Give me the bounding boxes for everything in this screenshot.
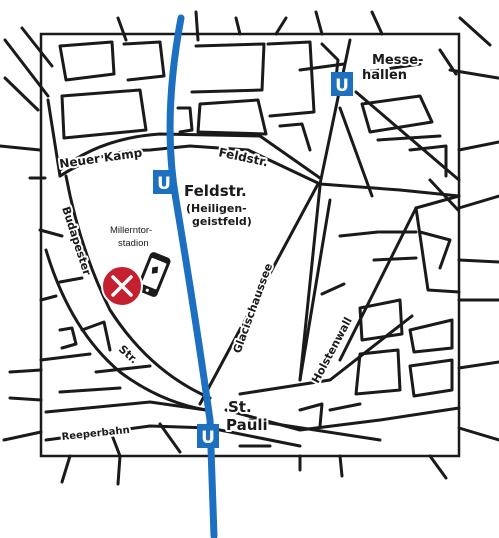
smartphone-icon [136, 252, 171, 297]
street-label-holstenwall: Holstenwall [309, 315, 355, 385]
map-frame [39, 32, 461, 458]
street-network [0, 10, 499, 486]
subway-line-u3 [166, 14, 218, 538]
station-feldstr[interactable]: U Feldstr. (Heiligen- geistfeld) [153, 170, 254, 230]
station-label-feldstr-1: Feldstr. [184, 182, 247, 200]
station-label-messehallen-2: hallen [362, 68, 407, 83]
venue-label-1: Millerntor- [110, 225, 152, 236]
subway-badge [331, 72, 353, 96]
station-messehallen[interactable]: U Messe- hallen [331, 51, 425, 96]
station-label-messehallen-1: Messe- [372, 53, 423, 68]
street-label-glacischaussee: Glacischaussee [231, 262, 276, 355]
subway-badge-letter: U [157, 174, 171, 194]
venue-millerntor-stadion[interactable]: Millerntor- stadion [101, 225, 172, 307]
street-label-reeperbahn: Reeperbahn [61, 425, 130, 443]
subway-badge [197, 424, 219, 448]
street-label-neuer-kamp: Neuer Kamp [58, 145, 143, 171]
subway-badge-letter: U [201, 428, 215, 448]
subway-badge-letter: U [335, 76, 349, 96]
station-label-feldstr-2: (Heiligen- [186, 202, 247, 215]
station-label-st-pauli-1: St. [228, 398, 252, 416]
close-x-icon[interactable] [101, 265, 143, 307]
station-label-st-pauli-2: Pauli [226, 416, 268, 434]
station-st-pauli[interactable]: U St. Pauli [197, 396, 270, 448]
station-label-feldstr-3: geistfeld) [192, 215, 252, 228]
venue-label-2: stadion [118, 238, 149, 249]
subway-badge [153, 170, 175, 194]
